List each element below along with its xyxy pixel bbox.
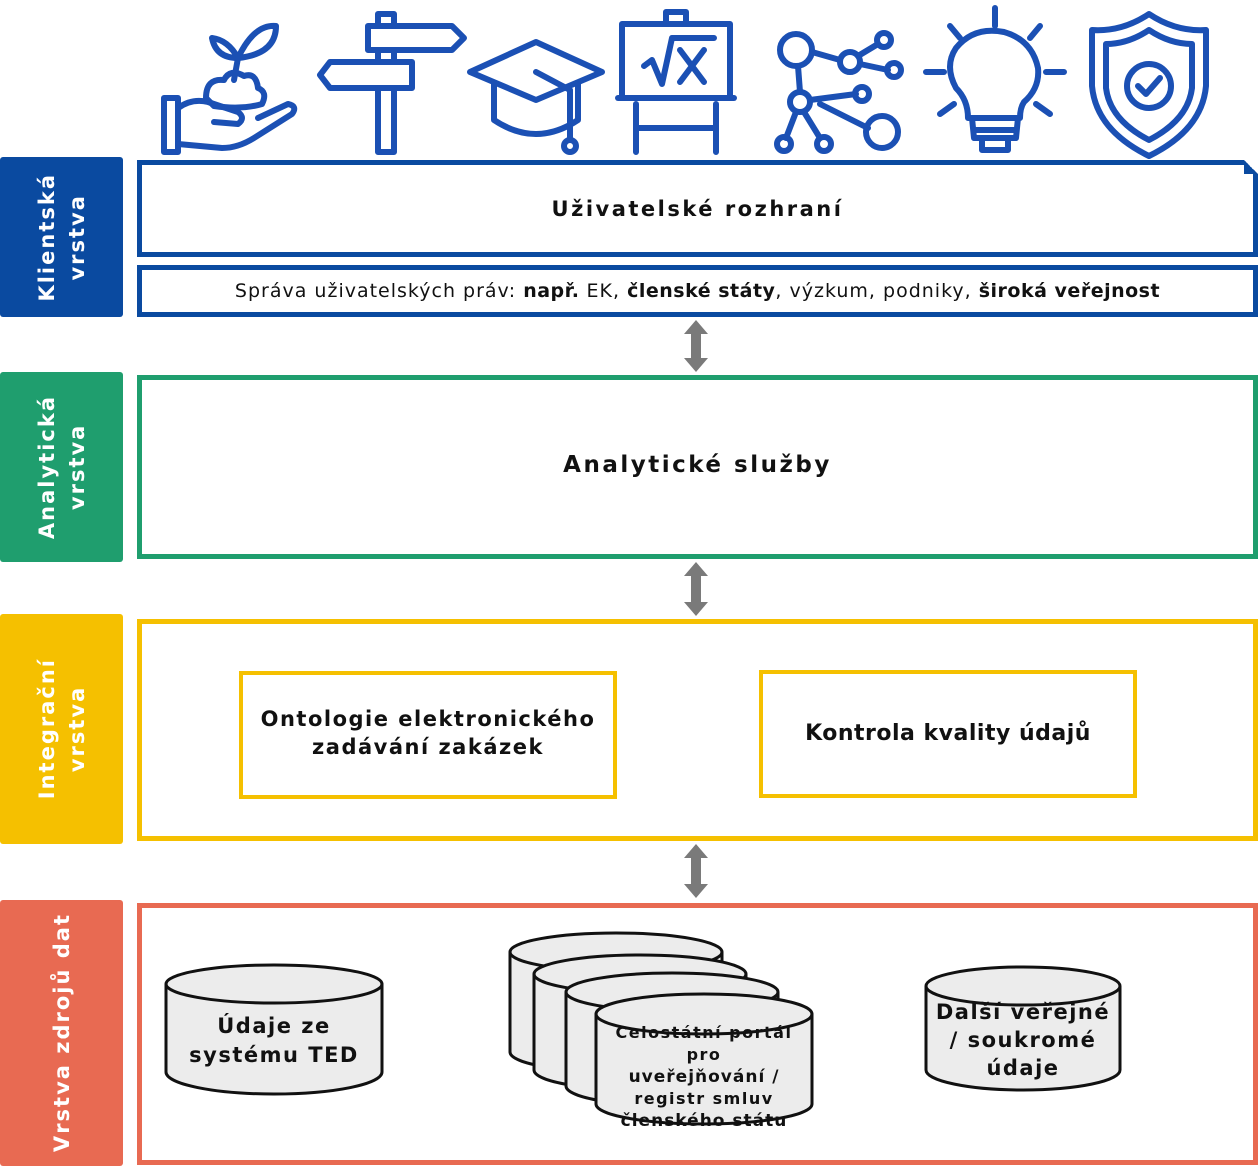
ontology-box[interactable]: Ontologie elektronického zadávání zakáze…	[239, 671, 617, 799]
data-quality-box[interactable]: Kontrola kvality údajů	[759, 670, 1137, 798]
sources-layer-tab: Vrstva zdrojů dat	[0, 900, 123, 1166]
ontology-label: Ontologie elektronického zadávání zakáze…	[260, 707, 596, 759]
graduation-cap-icon	[467, 39, 605, 155]
user-rights-box[interactable]: Správa uživatelských práv: např. EK, čle…	[137, 265, 1258, 317]
shield-check-icon	[1089, 11, 1209, 159]
sources-layer-label: Vrstva zdrojů dat	[49, 913, 74, 1153]
analytic-services-box[interactable]: Analytické služby	[137, 375, 1258, 559]
ted-database-label[interactable]: Údaje ze systému TED	[189, 1014, 359, 1067]
integration-layer-label: Integrační vrstva	[34, 658, 89, 800]
sqrt-x-easel-icon	[615, 9, 737, 155]
light-bulb-icon	[923, 5, 1067, 153]
client-layer-label: Klientská vrstva	[34, 172, 89, 302]
other-data-label[interactable]: Další veřejné / soukromé údaje	[935, 1000, 1111, 1080]
analytic-layer-tab: Analytická vrstva	[0, 372, 123, 562]
other-data-database-icon	[924, 965, 1122, 1092]
arrow-client-analytic	[684, 320, 708, 372]
client-layer-tab: Klientská vrstva	[0, 157, 123, 317]
arrow-integration-sources	[684, 844, 708, 898]
user-interface-label: Uživatelské rozhraní	[551, 196, 844, 221]
user-rights-text: Správa uživatelských práv: např. EK, čle…	[234, 280, 1161, 302]
arrow-analytic-integration	[684, 562, 708, 616]
data-quality-label: Kontrola kvality údajů	[805, 721, 1091, 746]
analytic-services-label: Analytické služby	[563, 452, 832, 478]
national-portal-label[interactable]: Celostátní portál pro uveřejňování / reg…	[615, 1023, 793, 1131]
integration-layer-tab: Integrační vrstva	[0, 614, 123, 844]
ted-database-icon	[164, 963, 384, 1096]
analytic-layer-label: Analytická vrstva	[34, 394, 89, 540]
user-interface-corner	[1244, 160, 1258, 174]
signpost-icon	[317, 11, 467, 155]
network-nodes-icon	[774, 30, 904, 154]
plant-in-hand-icon	[161, 22, 298, 155]
national-portal-database-icon	[508, 931, 814, 1126]
user-interface-box[interactable]: Uživatelské rozhraní	[137, 160, 1258, 257]
